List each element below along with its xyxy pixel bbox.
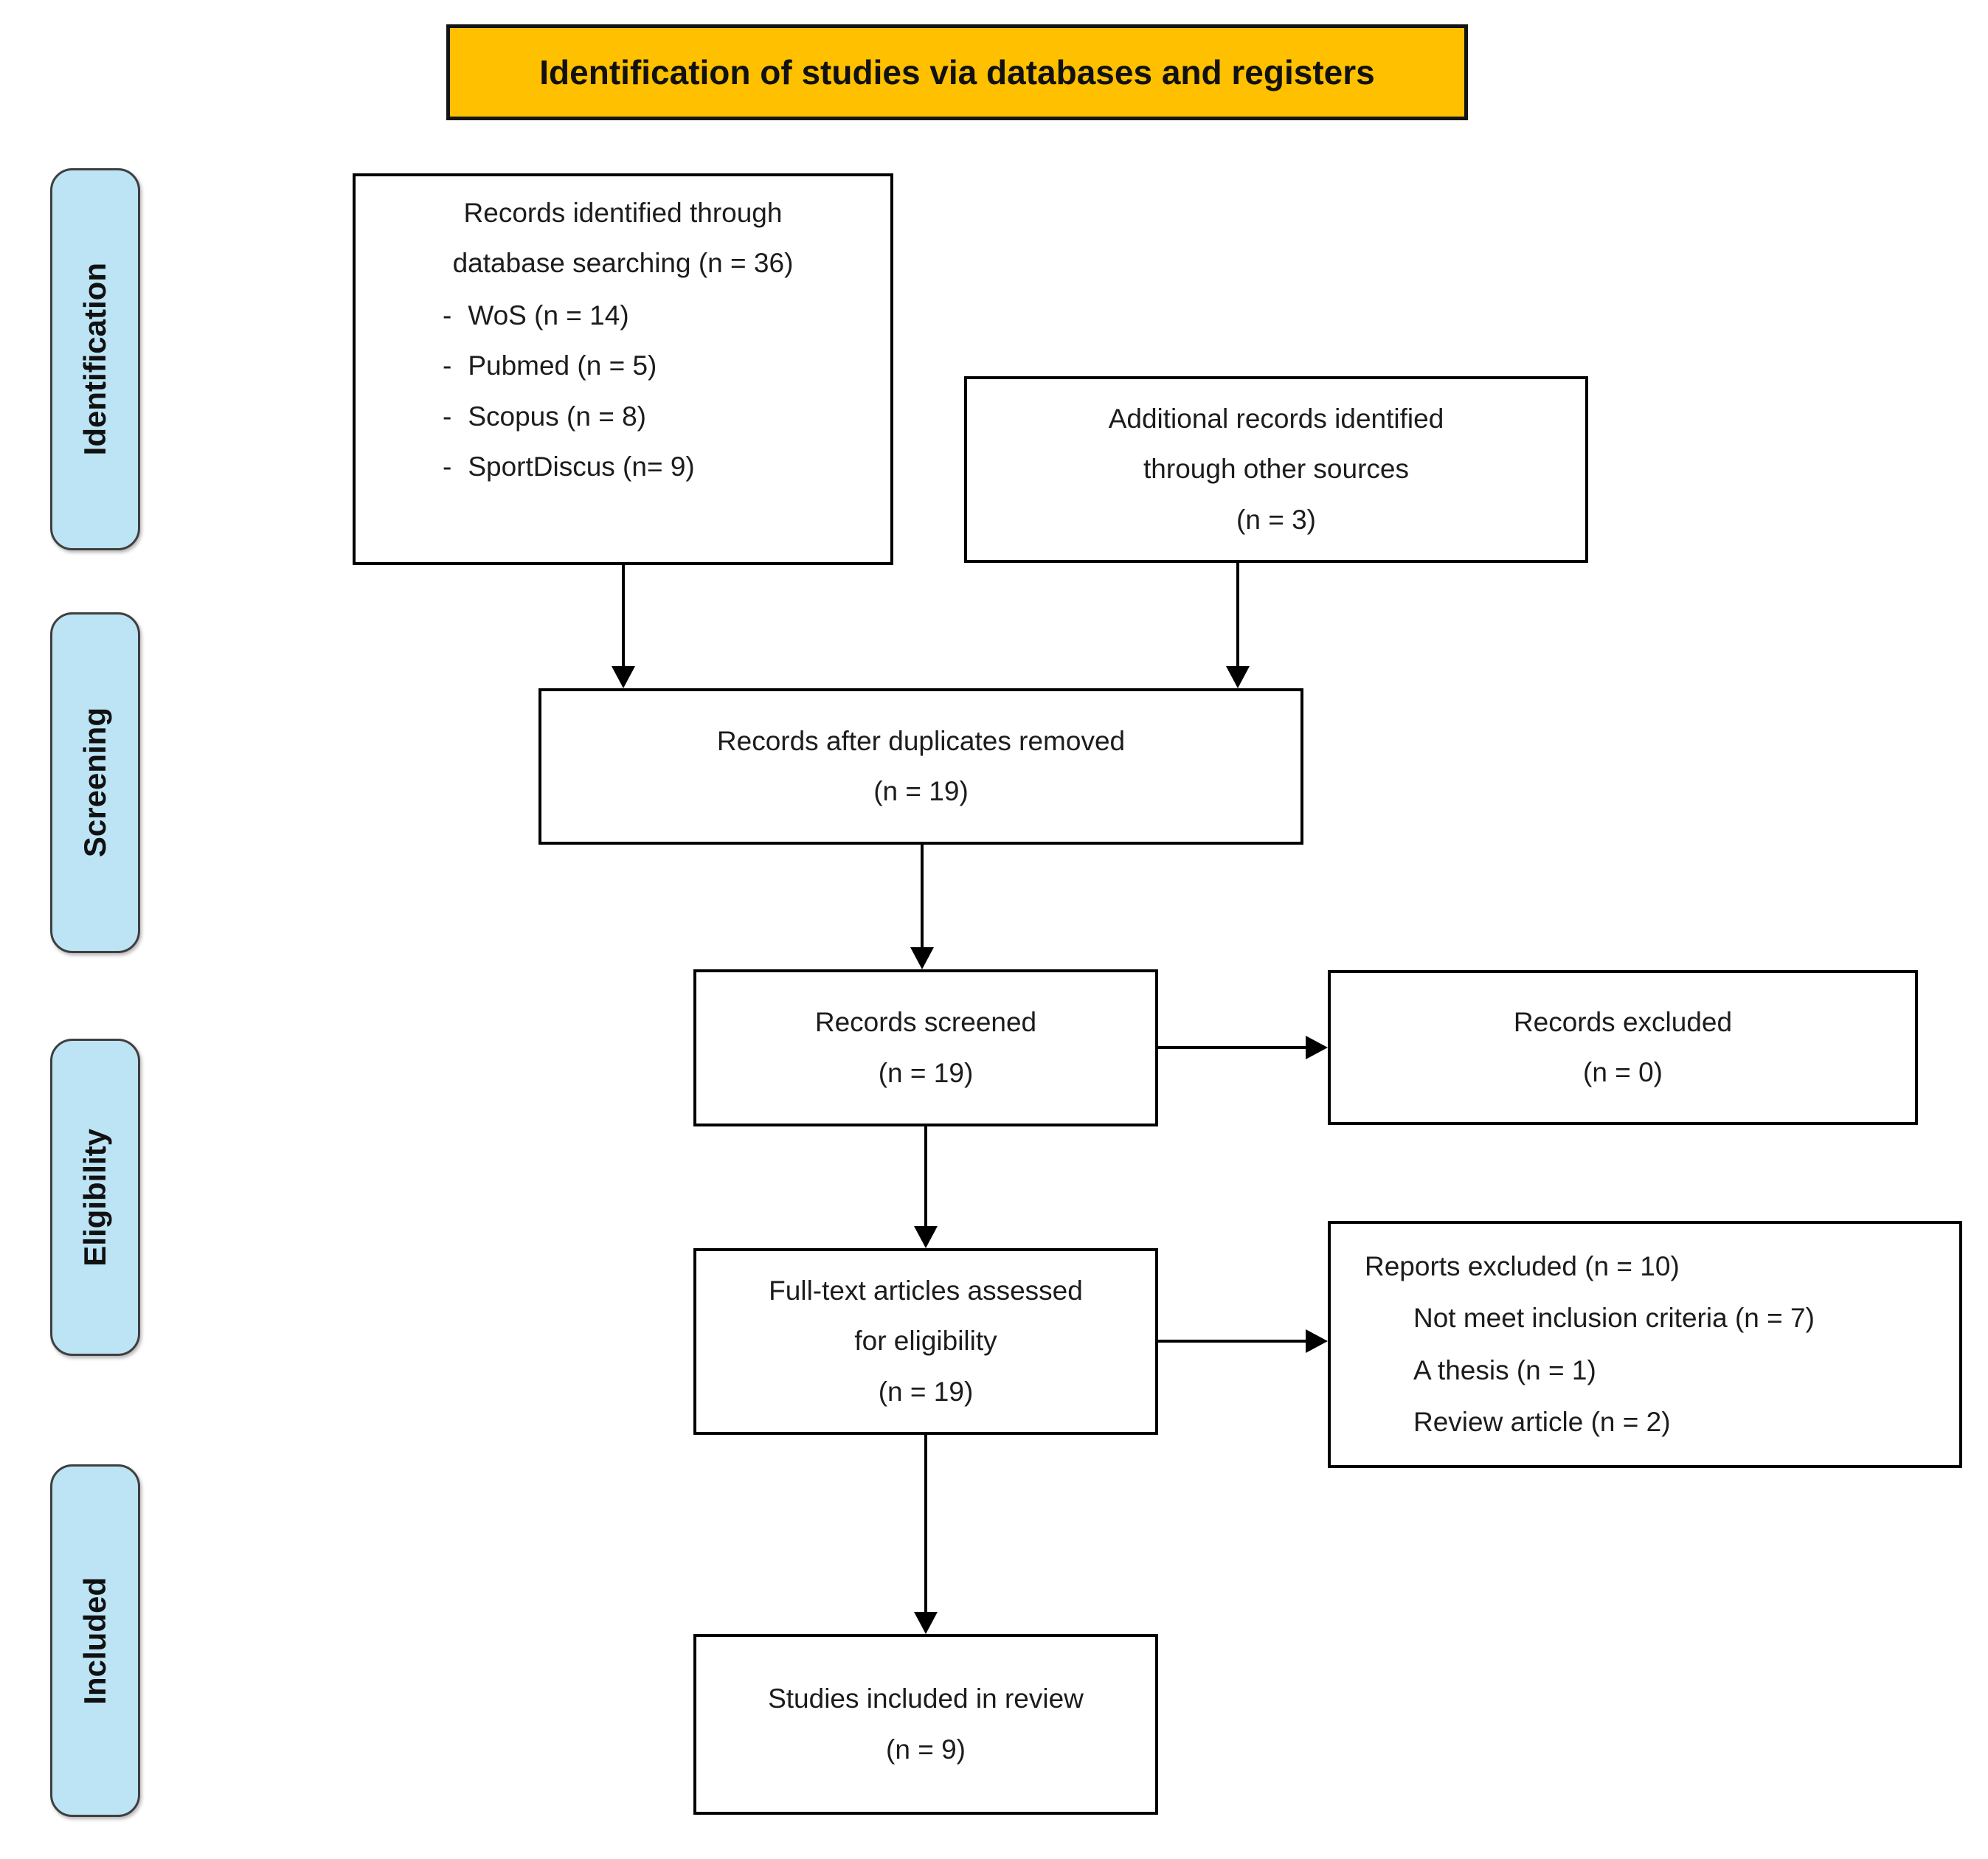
box-text-line: database searching (n = 36) <box>452 248 794 279</box>
diagram-title-banner: Identification of studies via databases … <box>446 24 1468 120</box>
box-text-line: Records identified through <box>463 198 783 228</box>
stage-label-identification: Identification <box>50 168 140 550</box>
exclusion-reason: A thesis (n = 1) <box>1413 1354 1596 1385</box>
arrow-screened-to-fulltext <box>914 1126 938 1248</box>
box-text-line: Records after duplicates removed <box>716 725 1126 756</box>
arrow-duplicates-to-screened <box>910 845 934 969</box>
arrow-screened-to-records-excluded <box>1158 1036 1328 1059</box>
bullet-dash: - <box>443 451 452 482</box>
arrow-fulltext-to-included <box>914 1435 938 1634</box>
arrow-fulltext-to-reports-excluded <box>1158 1329 1328 1353</box>
arrow-down-icon <box>914 1612 938 1634</box>
exclusion-reason: Not meet inclusion criteria (n = 7) <box>1413 1303 1815 1334</box>
box-count-line: (n = 3) <box>1236 504 1316 535</box>
list-item-label: Scopus (n = 8) <box>468 401 646 432</box>
arrow-additional-to-duplicates <box>1226 563 1250 688</box>
box-studies-included: Studies included in review (n = 9) <box>693 1634 1158 1815</box>
list-item: - SportDiscus (n= 9) <box>443 442 695 492</box>
box-records-after-duplicates: Records after duplicates removed (n = 19… <box>538 688 1303 845</box>
box-text-line: Full-text articles assessed <box>769 1275 1083 1306</box>
stage-label-text: Screening <box>77 707 112 858</box>
box-fulltext-assessed: Full-text articles assessed for eligibil… <box>693 1248 1158 1435</box>
box-text-line: for eligibility <box>854 1326 997 1357</box>
exclusion-reason: Review article (n = 2) <box>1413 1406 1671 1437</box>
arrow-right-icon <box>1306 1036 1328 1059</box>
stage-label-text: Eligibility <box>77 1128 112 1267</box>
list-item: - Pubmed (n = 5) <box>443 341 695 391</box>
arrow-down-icon <box>612 666 635 688</box>
box-count-line: (n = 9) <box>886 1734 966 1765</box>
box-text-line: through other sources <box>1143 454 1409 485</box>
arrow-right-icon <box>1306 1329 1328 1353</box>
arrow-down-icon <box>910 947 934 969</box>
diagram-title: Identification of studies via databases … <box>539 53 1375 91</box>
database-list: - WoS (n = 14) - Pubmed (n = 5) - Scopus… <box>443 291 695 493</box>
box-text-line: Reports excluded (n = 10) <box>1365 1250 1680 1281</box>
list-item: - Scopus (n = 8) <box>443 392 695 442</box>
box-text-line: Additional records identified <box>1108 403 1444 434</box>
stage-label-included: Included <box>50 1464 140 1817</box>
box-text-line: Records excluded <box>1513 1006 1733 1037</box>
box-additional-records: Additional records identified through ot… <box>964 376 1588 563</box>
arrow-identified-to-duplicates <box>612 565 635 688</box>
stage-label-text: Included <box>77 1576 112 1705</box>
bullet-dash: - <box>443 350 452 381</box>
list-item-label: Pubmed (n = 5) <box>468 350 657 381</box>
bullet-dash: - <box>443 300 452 330</box>
box-text-line: Records screened <box>814 1007 1037 1038</box>
stage-label-eligibility: Eligibility <box>50 1039 140 1356</box>
stage-label-screening: Screening <box>50 612 140 953</box>
box-records-screened: Records screened (n = 19) <box>693 969 1158 1126</box>
arrow-down-icon <box>1226 666 1250 688</box>
bullet-dash: - <box>443 401 452 432</box>
list-item-label: SportDiscus (n= 9) <box>468 451 695 482</box>
box-reports-excluded: Reports excluded (n = 10) Not meet inclu… <box>1328 1221 1962 1468</box>
box-count-line: (n = 0) <box>1583 1057 1663 1087</box>
stage-label-text: Identification <box>77 263 112 456</box>
box-count-line: (n = 19) <box>878 1376 974 1407</box>
list-item: - WoS (n = 14) <box>443 291 695 341</box>
box-text-line: Studies included in review <box>768 1683 1084 1714</box>
box-count-line: (n = 19) <box>873 776 969 806</box>
box-records-excluded: Records excluded (n = 0) <box>1328 970 1918 1125</box>
box-records-identified: Records identified through database sear… <box>353 173 893 565</box>
box-count-line: (n = 19) <box>878 1057 974 1088</box>
list-item-label: WoS (n = 14) <box>468 300 629 330</box>
arrow-down-icon <box>914 1226 938 1248</box>
